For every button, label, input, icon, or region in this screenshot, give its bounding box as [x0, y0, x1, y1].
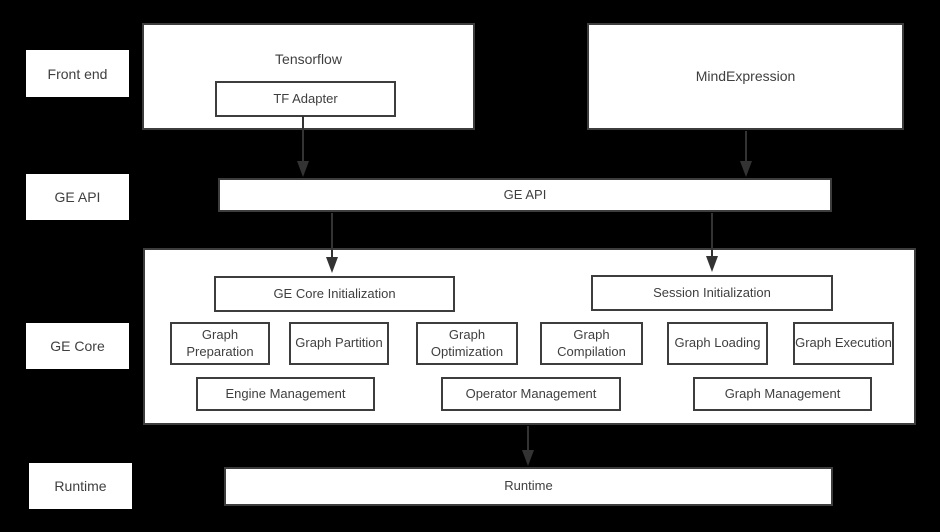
box-graph-partition: Graph Partition [289, 322, 389, 365]
operator-management-text: Operator Management [465, 385, 597, 401]
graph-loading-text: Graph Loading [674, 335, 761, 351]
ge-core-initialization-text: GE Core Initialization [273, 285, 396, 301]
box-engine-management: Engine Management [196, 377, 375, 411]
row-label-runtime: Runtime [29, 463, 132, 509]
graph-preparation-text: Graph Preparation [186, 327, 254, 359]
arrow-ge-core-to-runtime [522, 426, 534, 466]
mindexpression-box: MindExpression [587, 23, 904, 130]
session-initialization-box: Session Initialization [591, 275, 833, 311]
arrow-mindexpression-to-ge-api [740, 131, 752, 177]
box-operator-management: Operator Management [441, 377, 621, 411]
row-label-runtime-text: Runtime [54, 478, 107, 494]
tensorflow-title: Tensorflow [275, 51, 342, 67]
ge-core-initialization-box: GE Core Initialization [214, 276, 455, 312]
row-label-ge-api-text: GE API [54, 189, 101, 205]
tf-adapter-text: TF Adapter [273, 90, 338, 106]
row-label-front-end: Front end [26, 50, 129, 97]
graph-partition-text: Graph Partition [295, 335, 383, 351]
graph-execution-text: Graph Execution [795, 335, 892, 351]
box-graph-execution: Graph Execution [793, 322, 894, 365]
tensorflow-box: Tensorflow TF Adapter [142, 23, 475, 130]
runtime-bar-text: Runtime [504, 478, 553, 494]
row-label-ge-core: GE Core [26, 323, 129, 369]
graph-management-text: Graph Management [724, 385, 841, 401]
ge-api-bar: GE API [218, 178, 832, 212]
ge-core-container: GE Core Initialization Session Initializ… [143, 248, 916, 425]
box-graph-management: Graph Management [693, 377, 872, 411]
box-graph-preparation: Graph Preparation [170, 322, 270, 365]
graph-compilation-text: Graph Compilation [557, 327, 626, 359]
runtime-bar: Runtime [224, 467, 833, 506]
session-initialization-text: Session Initialization [653, 284, 771, 300]
ge-api-bar-text: GE API [503, 186, 547, 202]
row-label-ge-api: GE API [26, 174, 129, 220]
row-label-front-end-text: Front end [47, 65, 108, 82]
tf-adapter-box: TF Adapter [215, 81, 396, 117]
row-label-ge-core-text: GE Core [50, 338, 105, 354]
box-graph-optimization: Graph Optimization [416, 322, 518, 365]
box-graph-compilation: Graph Compilation [540, 322, 643, 365]
mindexpression-text: MindExpression [695, 67, 796, 84]
graph-optimization-text: Graph Optimization [430, 327, 504, 359]
engine-management-text: Engine Management [225, 385, 346, 401]
box-graph-loading: Graph Loading [667, 322, 768, 365]
